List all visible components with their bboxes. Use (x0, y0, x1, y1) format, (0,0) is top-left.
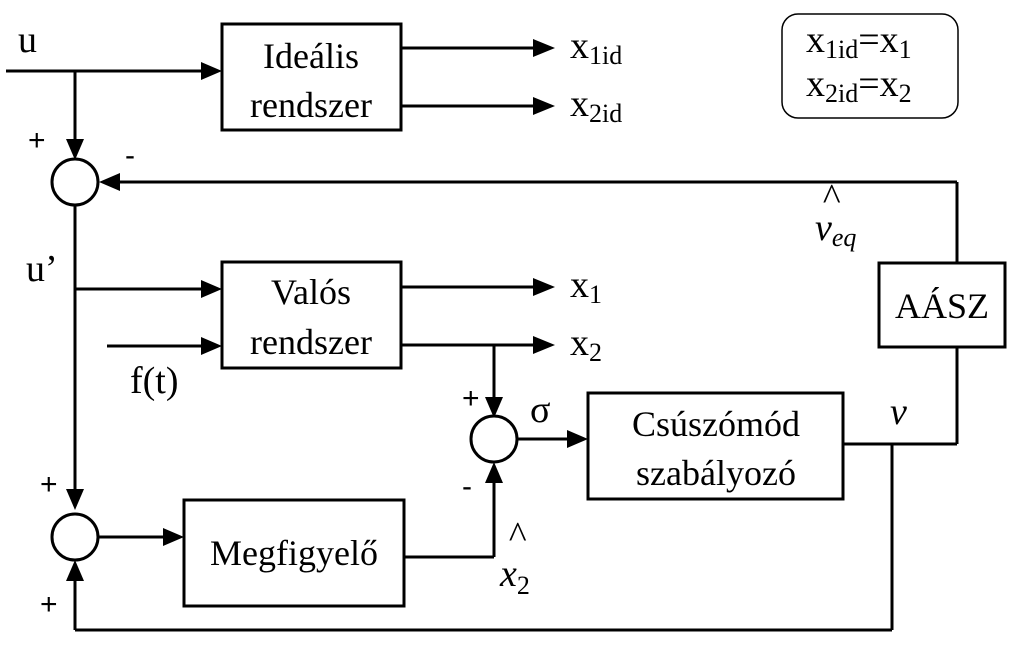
real-system-label-2: rendszer (250, 322, 372, 362)
arrow-x2id (533, 97, 555, 115)
real-system-label-1: Valós (271, 272, 351, 312)
label-sigma: σ (530, 389, 550, 431)
arrow-x2 (533, 336, 555, 354)
aasz-label: AÁSZ (895, 286, 989, 326)
label-x2id: x2id (570, 83, 622, 128)
smc-block (586, 391, 845, 501)
label-x1: x1 (570, 264, 602, 309)
arrow-to-sum-bottom-from-below (66, 560, 84, 581)
arrow-f (201, 337, 222, 355)
ideal-system-block (220, 22, 403, 132)
sign-bottom-plus-top: + (40, 468, 58, 501)
arrow-to-sum-bottom (66, 489, 84, 510)
label-x2: x2 (570, 322, 602, 367)
arrow-x1 (533, 278, 555, 296)
arrow-to-real (201, 280, 222, 298)
arrow-x1id (533, 39, 555, 57)
arrow-to-sum-top (66, 139, 84, 160)
observer-label: Megfigyelő (210, 533, 378, 573)
legend-box (781, 13, 959, 119)
sign-sigma-plus: + (462, 382, 480, 415)
arrow-to-ideal (201, 62, 222, 80)
label-x2-hat-caret: ^ (508, 515, 527, 557)
label-nu-eq: νeq (815, 207, 856, 252)
ideal-system-label-2: rendszer (250, 85, 372, 125)
label-u-prime: u’ (26, 248, 58, 290)
sum-junction-bottom (50, 512, 100, 562)
ideal-system-label-1: Ideális (263, 36, 359, 76)
sum-junction-top (50, 157, 100, 207)
sign-top-plus: + (28, 124, 46, 157)
label-f: f(t) (130, 360, 179, 402)
smc-label-2: szabályozó (636, 453, 796, 493)
aasz-block (877, 261, 1007, 349)
arrow-to-sigma-sum (485, 397, 503, 418)
arrow-observer-to-sum (485, 462, 503, 483)
sum-junction-sigma (469, 414, 519, 464)
legend-eq-2: x2id=x2 (806, 63, 912, 108)
legend-eq-1: x1id=x1 (806, 19, 912, 64)
label-u: u (18, 19, 37, 61)
observer-block (182, 498, 406, 608)
label-x2-hat: x2 (499, 553, 530, 600)
arrow-feedback-top (99, 173, 120, 191)
label-v: v (890, 391, 907, 433)
arrow-to-observer (163, 528, 184, 546)
sign-bottom-plus-bottom: + (40, 588, 58, 621)
smc-label-1: Csúszómód (632, 404, 800, 444)
label-nu-eq-hat: ^ (822, 177, 841, 219)
sign-sigma-minus: - (462, 470, 472, 503)
real-system-block (220, 260, 403, 370)
arrow-sigma (567, 430, 588, 448)
label-x1id: x1id (570, 25, 622, 70)
sign-top-minus: - (125, 139, 135, 172)
